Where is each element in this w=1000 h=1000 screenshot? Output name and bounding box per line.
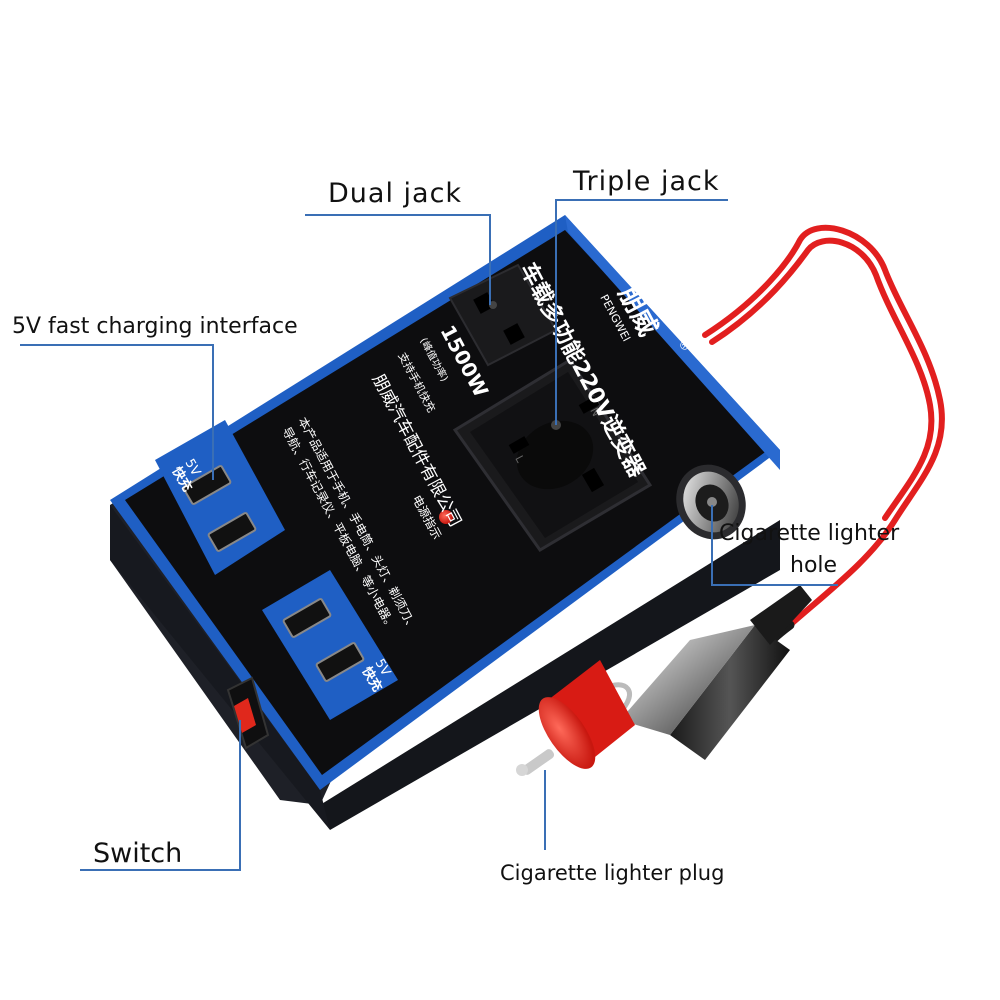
usb-bottom-5v-label: 5V — [372, 657, 394, 679]
label-lighter-hole-2: hole — [790, 553, 837, 578]
label-triple-jack: Triple jack — [572, 166, 720, 197]
power-indicator-led — [439, 510, 453, 524]
usb-panel-bottom: 5V 快充 — [262, 570, 398, 720]
usb-port-4 — [315, 642, 365, 682]
cigarette-lighter-hole — [676, 464, 746, 540]
triple-jack-callout — [555, 199, 728, 425]
label-lighter-hole-1: Cigarette lighter — [719, 521, 900, 546]
usb-top-5v-label: 5V — [182, 457, 204, 479]
label-fast-charge: 5V fast charging interface — [12, 314, 298, 339]
usb-port-1 — [182, 465, 232, 505]
label-switch: Switch — [93, 838, 182, 869]
switch-callout — [80, 720, 241, 871]
cigarette-lighter-plug — [516, 585, 812, 776]
usb-port-3 — [282, 598, 332, 638]
label-lighter-plug: Cigarette lighter plug — [500, 861, 724, 885]
label-dual-jack: Dual jack — [328, 178, 462, 209]
dual-jack-callout — [305, 214, 491, 305]
triple-jack-socket: N L — [452, 357, 653, 552]
registered-mark: ® — [675, 337, 693, 354]
usb-panel-top: 5V 快充 — [155, 420, 285, 575]
lighter-hole-callout — [711, 505, 838, 586]
fast-charge-callout — [20, 344, 214, 480]
callout-lines — [20, 199, 838, 871]
usb-port-2 — [207, 512, 257, 552]
